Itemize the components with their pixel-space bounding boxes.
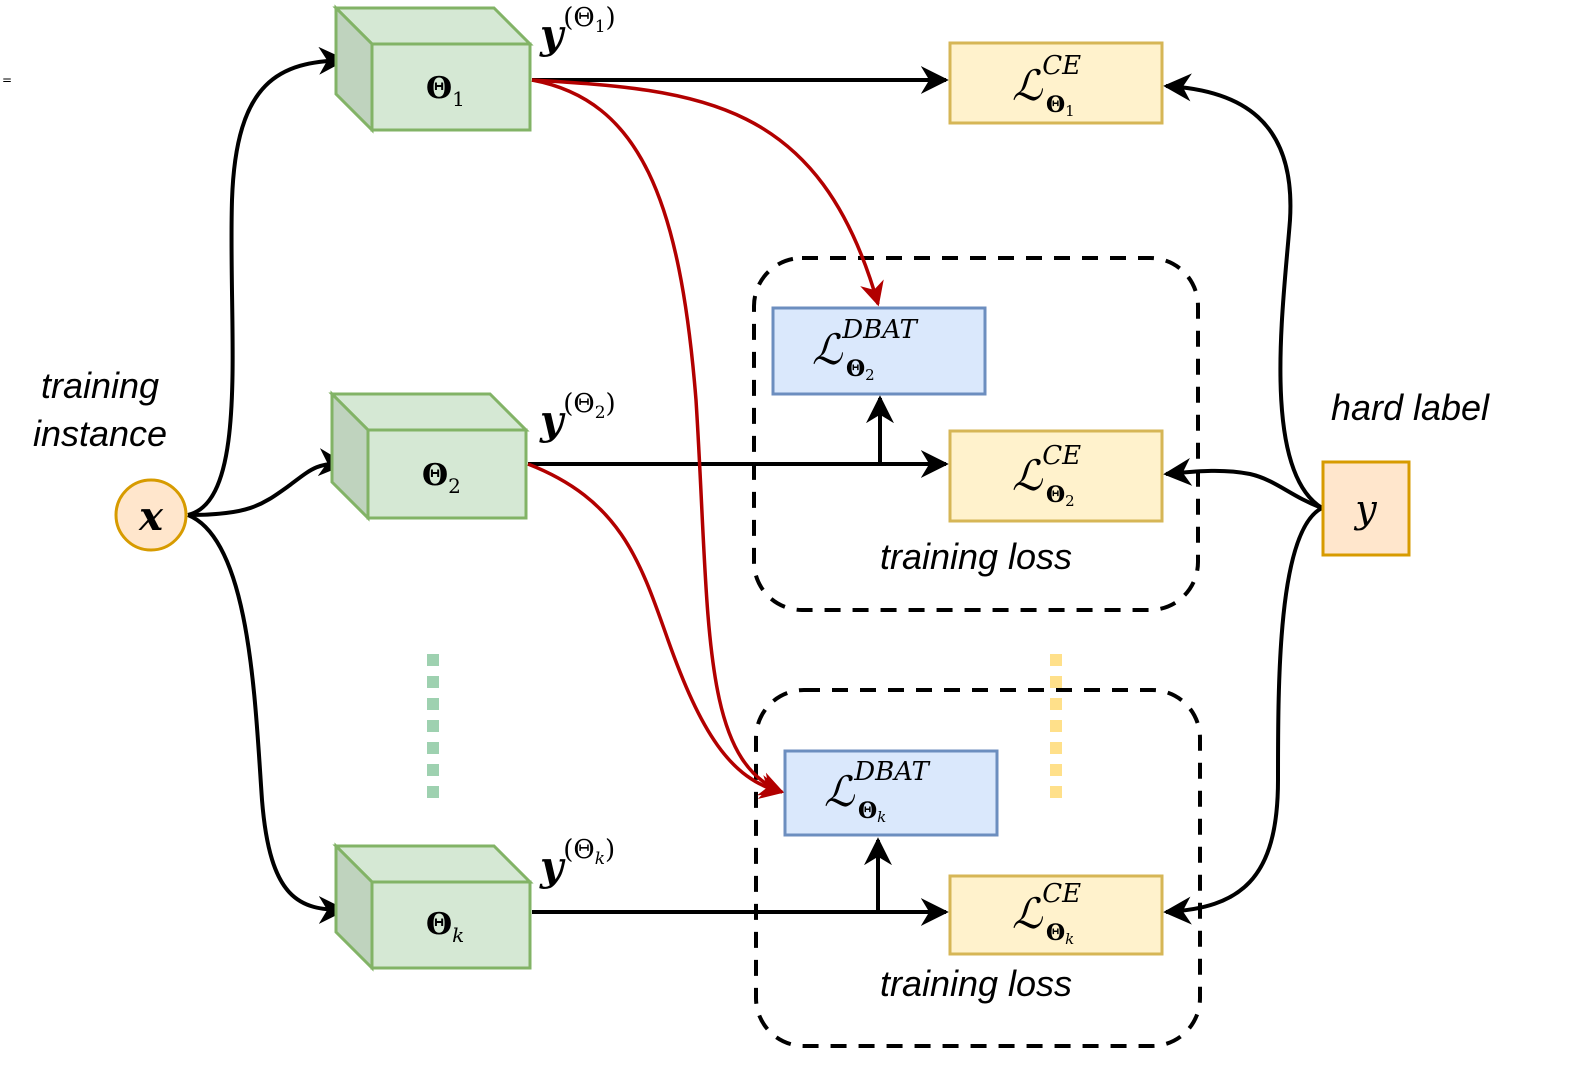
model-k-label: Θk	[426, 907, 464, 947]
model-k-block: Θk	[332, 842, 534, 972]
input-node-label: x	[138, 493, 164, 540]
edge-artifact: =	[2, 73, 12, 87]
input-node: x	[114, 478, 188, 552]
edge-model-1-to-dbat-k	[531, 78, 785, 796]
training-instance-label-line2: instance	[33, 413, 167, 454]
output-label-1: y(Θ1)	[539, 3, 616, 58]
training-loss-caption-k: training loss	[880, 963, 1072, 1004]
output-label-k: y(Θk)	[539, 835, 615, 890]
training-instance-label-line1: training	[41, 365, 159, 406]
model-2-block: Θ2	[328, 390, 530, 522]
edge-model-2-to-dbat-k	[527, 462, 785, 799]
hard-label-caption: hard label	[1331, 387, 1490, 428]
training-loss-group-k	[754, 688, 1202, 1048]
model-2-label: Θ2	[422, 458, 461, 498]
target-node: y	[1321, 460, 1411, 557]
edge-x-to-model-1	[187, 46, 347, 517]
training-loss-group-2	[752, 256, 1200, 612]
edge-y-to-ce-k	[1163, 506, 1324, 925]
model-1-block: Θ1	[332, 4, 534, 134]
edge-model-1-to-dbat-2	[531, 78, 884, 307]
edge-x-to-model-2	[187, 448, 347, 517]
output-label-2: y(Θ2)	[539, 389, 616, 444]
training-loss-caption-2: training loss	[880, 536, 1072, 577]
edge-y-to-ce-2	[1163, 457, 1323, 510]
model-1-label: Θ1	[426, 71, 465, 111]
edge-x-to-model-k	[187, 513, 347, 924]
target-node-label: y	[1353, 487, 1377, 531]
edge-y-to-ce-1	[1163, 73, 1324, 510]
